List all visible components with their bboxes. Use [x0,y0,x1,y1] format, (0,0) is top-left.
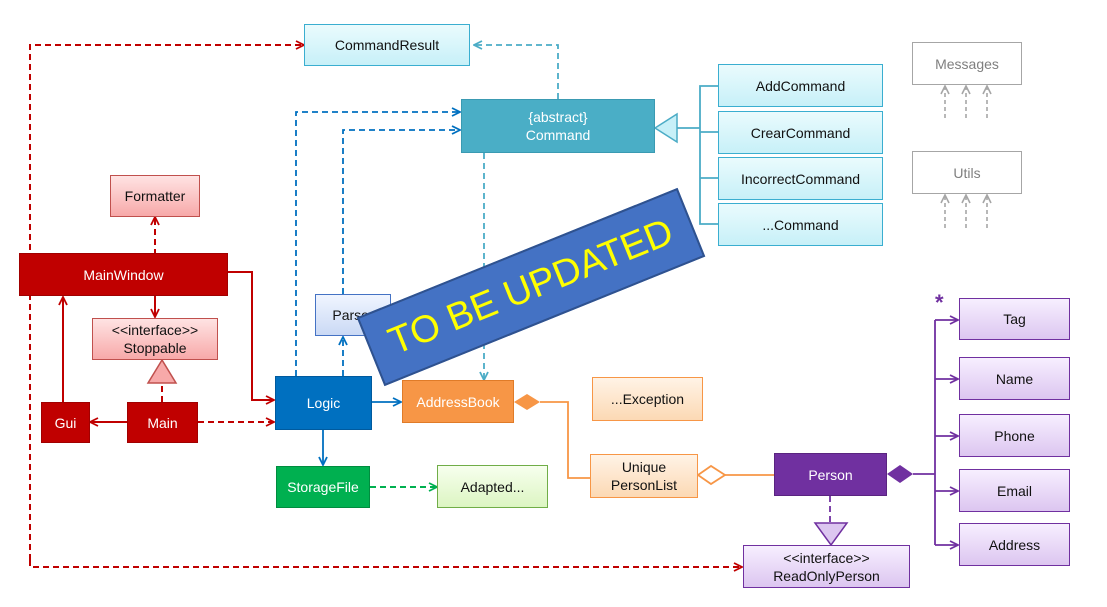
addcommand-class: AddCommand [718,64,883,107]
storagefile-class: StorageFile [276,466,370,508]
stoppable-label: Stoppable [123,340,187,356]
stoppable-inheritance-triangle [146,358,178,384]
address-label: Address [988,536,1041,553]
incorrectcommand-class: IncorrectCommand [718,157,883,200]
formatter-label: Formatter [124,188,186,204]
uniquepersonlist-line2: PersonList [610,477,678,493]
person-composition-diamond [887,465,913,483]
formatter-class: Formatter [110,175,200,217]
name-label: Name [995,370,1034,387]
address-class: Address [959,523,1070,566]
commandresult-class: CommandResult [304,24,470,66]
person-class: Person [774,453,887,496]
utils-label: Utils [953,164,981,181]
adapted-class: Adapted... [437,465,548,508]
model-connections [540,401,774,479]
commandresult-label: CommandResult [334,37,440,53]
mainwindow-logic-link [228,271,274,400]
addressbook-uniquelist-composition [540,401,590,479]
utils-package: Utils [912,151,1022,194]
uniquelist-aggregation-diamond [696,464,727,486]
command-inheritance-triangle [653,112,678,144]
stoppable-stereotype: <<interface>> [111,322,199,338]
logic-class: Logic [275,376,372,430]
phone-class: Phone [959,414,1070,457]
readonlyperson-interface: <<interface>> ReadOnlyPerson [743,545,910,588]
addressbook-composition-diamond [514,394,540,410]
messages-package: Messages [912,42,1022,85]
readonlyperson-label: ReadOnlyPerson [773,567,880,584]
tag-class: Tag [959,298,1070,340]
email-class: Email [959,469,1070,512]
command-subclass-spine [699,85,718,225]
tag-multiplicity: * [935,290,944,315]
messages-label: Messages [935,55,999,72]
uniquepersonlist-class: Unique PersonList [590,454,698,498]
tag-label: Tag [1003,311,1026,327]
main-label: Main [147,414,178,431]
mainwindow-label: MainWindow [83,266,164,283]
crearcommand-label: CrearCommand [750,124,851,141]
main-class: Main [127,402,198,443]
readonlyperson-stereotype: <<interface>> [783,549,870,566]
mainwindow-readonlyperson-link [29,560,742,567]
addcommand-label: AddCommand [755,77,846,94]
command-stereotype: {abstract} [528,109,588,125]
parser-command-dep [342,130,460,294]
phone-label: Phone [994,427,1035,444]
etccommand-class: ...Command [718,203,883,246]
utils-arrows [945,195,987,228]
logic-connections [295,112,460,465]
person-label: Person [808,466,853,483]
stoppable-interface: <<interface>> Stoppable [92,318,218,360]
adapted-label: Adapted... [460,478,525,495]
email-label: Email [996,482,1032,499]
uniquepersonlist-line1: Unique [621,459,667,475]
exception-label: ...Exception [610,391,685,407]
messages-arrows [945,86,987,118]
ui-connections [29,45,742,567]
logic-label: Logic [306,395,341,411]
name-class: Name [959,357,1070,400]
addressbook-label: AddressBook [416,393,500,410]
exception-class: ...Exception [592,377,703,421]
etccommand-label: ...Command [762,216,839,233]
readonly-inheritance-triangle [813,522,849,547]
addressbook-class: AddressBook [402,380,514,423]
mainwindow-commandresult-link [29,45,304,560]
person-connections [829,320,958,545]
gui-label: Gui [54,414,77,431]
incorrectcommand-label: IncorrectCommand [740,170,861,187]
logic-command-dep [295,112,460,376]
gui-class: Gui [41,402,90,443]
command-label: Command [525,127,591,143]
storagefile-label: StorageFile [287,479,359,495]
mainwindow-class: MainWindow [19,253,228,296]
crearcommand-class: CrearCommand [718,111,883,154]
command-class: {abstract} Command [461,99,655,153]
command-commandresult-dep [474,45,559,99]
